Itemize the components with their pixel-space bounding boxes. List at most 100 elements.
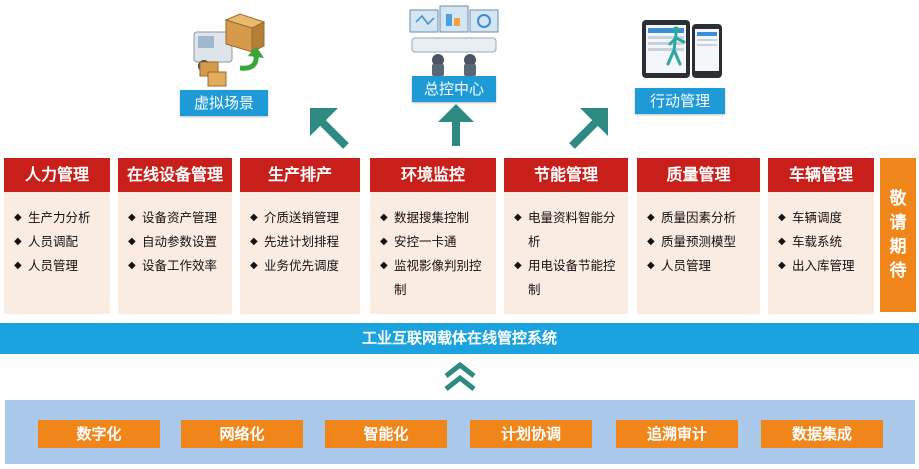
- arrow-up-left-icon: [310, 108, 349, 149]
- diamond-bullet-icon: ◆: [250, 260, 258, 271]
- diamond-bullet-icon: ◆: [647, 260, 655, 271]
- module-item: ◆ 出入库管理: [778, 254, 874, 278]
- module-title: 节能管理: [504, 158, 628, 192]
- diamond-bullet-icon: ◆: [778, 260, 786, 271]
- module-item-label: 质量预测模型: [661, 234, 737, 249]
- module-item-label: 介质送销管理: [264, 210, 340, 225]
- diamond-bullet-icon: ◆: [778, 236, 786, 247]
- diamond-bullet-icon: ◆: [128, 212, 136, 223]
- module-column: 车辆管理 ◆ 车辆调度 ◆ 车载系统 ◆ 出入库管理: [768, 158, 874, 314]
- module-item-label: 监视影像判别控制: [394, 258, 482, 297]
- module-item-label: 设备工作效率: [142, 258, 218, 273]
- capability-chip: 数据集成: [761, 420, 883, 448]
- module-item: ◆ 用电设备节能控制: [514, 254, 628, 302]
- module-item-label: 人员调配: [28, 234, 79, 249]
- diamond-bullet-icon: ◆: [250, 212, 258, 223]
- module-column: 在线设备管理 ◆ 设备资产管理 ◆ 自动参数设置 ◆ 设备工作效率: [118, 158, 232, 314]
- module-item-list: ◆ 生产力分析 ◆ 人员调配 ◆ 人员管理: [4, 192, 110, 278]
- arrow-up-icon: [438, 104, 474, 146]
- mobile-management-label: 行动管理: [635, 88, 725, 114]
- module-title: 质量管理: [637, 158, 760, 192]
- delivery-truck-boxes-icon: [193, 13, 266, 87]
- module-item-label: 设备资产管理: [142, 210, 218, 225]
- module-item-list: ◆ 质量因素分析 ◆ 质量预测模型 ◆ 人员管理: [637, 192, 760, 278]
- module-item-label: 出入库管理: [792, 258, 855, 273]
- diamond-bullet-icon: ◆: [514, 212, 522, 223]
- module-item: ◆ 业务优先调度: [250, 254, 360, 278]
- module-title: 环境监控: [370, 158, 496, 192]
- diamond-bullet-icon: ◆: [128, 236, 136, 247]
- monitoring-room-icon: [409, 5, 499, 76]
- diamond-bullet-icon: ◆: [128, 260, 136, 271]
- module-item: ◆ 先进计划排程: [250, 230, 360, 254]
- system-bar: 工业互联网载体在线管控系统: [0, 323, 919, 354]
- module-item: ◆ 质量因素分析: [647, 206, 760, 230]
- module-item-label: 车辆调度: [792, 210, 843, 225]
- module-item-list: ◆ 介质送销管理 ◆ 先进计划排程 ◆ 业务优先调度: [240, 192, 360, 278]
- module-column: 人力管理 ◆ 生产力分析 ◆ 人员调配 ◆ 人员管理: [4, 158, 110, 314]
- module-item-label: 自动参数设置: [142, 234, 218, 249]
- module-item-label: 用电设备节能控制: [528, 258, 616, 297]
- diamond-bullet-icon: ◆: [380, 212, 388, 223]
- module-item-list: ◆ 数据搜集控制 ◆ 安控一卡通 ◆ 监视影像判别控制: [370, 192, 496, 302]
- control-center-label: 总控中心: [412, 76, 496, 102]
- module-item-label: 生产力分析: [28, 210, 91, 225]
- module-item-label: 业务优先调度: [264, 258, 340, 273]
- module-item: ◆ 介质送销管理: [250, 206, 360, 230]
- module-title: 生产排产: [240, 158, 360, 192]
- module-item: ◆ 安控一卡通: [380, 230, 496, 254]
- module-item-label: 人员管理: [28, 258, 79, 273]
- diamond-bullet-icon: ◆: [250, 236, 258, 247]
- module-item: ◆ 数据搜集控制: [380, 206, 496, 230]
- side-note-char: 请: [889, 213, 907, 233]
- module-item: ◆ 自动参数设置: [128, 230, 232, 254]
- diamond-bullet-icon: ◆: [14, 236, 22, 247]
- stay-tuned-badge: 敬 请 期 待: [880, 158, 916, 312]
- module-item: ◆ 生产力分析: [14, 206, 110, 230]
- diamond-bullet-icon: ◆: [380, 260, 388, 271]
- capability-chip: 追溯审计: [616, 420, 738, 448]
- module-item: ◆ 人员管理: [647, 254, 760, 278]
- diamond-bullet-icon: ◆: [514, 260, 522, 271]
- side-note-char: 敬: [889, 189, 907, 209]
- module-item-label: 质量因素分析: [661, 210, 737, 225]
- module-item: ◆ 人员调配: [14, 230, 110, 254]
- module-item-label: 人员管理: [661, 258, 712, 273]
- module-title: 车辆管理: [768, 158, 874, 192]
- module-item-list: ◆ 车辆调度 ◆ 车载系统 ◆ 出入库管理: [768, 192, 874, 278]
- side-note-char: 待: [889, 261, 907, 281]
- module-item-label: 数据搜集控制: [394, 210, 470, 225]
- capability-chip: 智能化: [325, 420, 447, 448]
- double-chevron-up-icon: [444, 362, 476, 391]
- virtual-scene-label: 虚拟场景: [180, 90, 268, 116]
- module-column: 生产排产 ◆ 介质送销管理 ◆ 先进计划排程 ◆ 业务优先调度: [240, 158, 360, 314]
- module-column: 质量管理 ◆ 质量因素分析 ◆ 质量预测模型 ◆ 人员管理: [637, 158, 760, 314]
- tablet-phone-icon: [642, 20, 722, 78]
- module-item: ◆ 质量预测模型: [647, 230, 760, 254]
- module-item: ◆ 设备工作效率: [128, 254, 232, 278]
- module-item-label: 车载系统: [792, 234, 843, 249]
- module-item: ◆ 电量资料智能分析: [514, 206, 628, 254]
- capability-chip: 计划协调: [470, 420, 592, 448]
- module-item-label: 安控一卡通: [394, 234, 457, 249]
- arrow-up-right-icon: [569, 108, 608, 149]
- module-title: 在线设备管理: [118, 158, 232, 192]
- diamond-bullet-icon: ◆: [778, 212, 786, 223]
- module-column: 节能管理 ◆ 电量资料智能分析 ◆ 用电设备节能控制: [504, 158, 628, 314]
- module-item: ◆ 监视影像判别控制: [380, 254, 496, 302]
- capability-chip: 数字化: [38, 420, 160, 448]
- capability-chip: 网络化: [181, 420, 303, 448]
- module-item: ◆ 车载系统: [778, 230, 874, 254]
- diamond-bullet-icon: ◆: [14, 260, 22, 271]
- module-item-list: ◆ 设备资产管理 ◆ 自动参数设置 ◆ 设备工作效率: [118, 192, 232, 278]
- module-item: ◆ 设备资产管理: [128, 206, 232, 230]
- side-note-char: 期: [889, 237, 907, 257]
- diamond-bullet-icon: ◆: [647, 236, 655, 247]
- module-item-list: ◆ 电量资料智能分析 ◆ 用电设备节能控制: [504, 192, 628, 302]
- diamond-bullet-icon: ◆: [14, 212, 22, 223]
- diamond-bullet-icon: ◆: [647, 212, 655, 223]
- module-title: 人力管理: [4, 158, 110, 192]
- module-item-label: 先进计划排程: [264, 234, 340, 249]
- diamond-bullet-icon: ◆: [380, 236, 388, 247]
- module-item-label: 电量资料智能分析: [528, 210, 616, 249]
